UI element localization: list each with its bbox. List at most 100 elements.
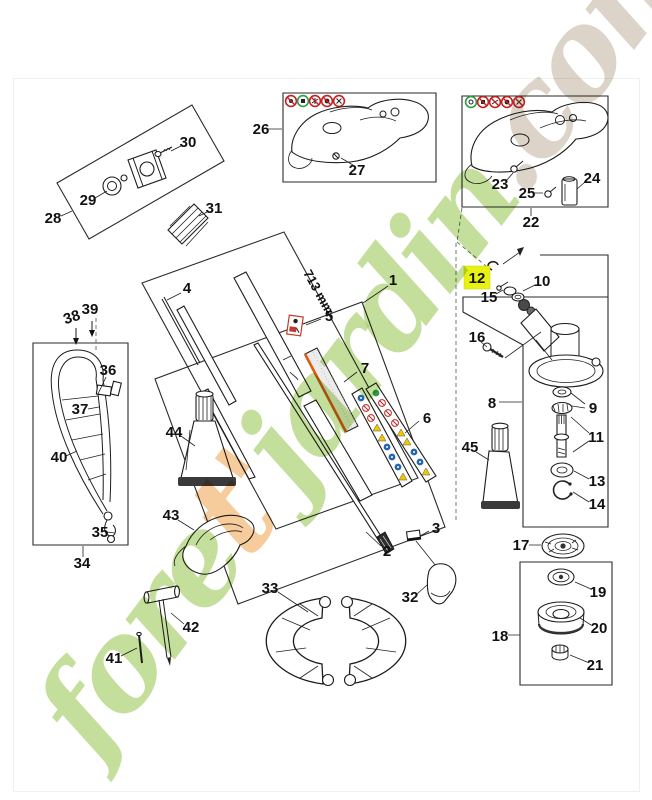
deflector-26 xyxy=(289,99,429,168)
callout-6: 6 xyxy=(423,410,431,427)
callout-23: 23 xyxy=(492,176,509,193)
mowing-head-allowed-icon xyxy=(466,97,477,108)
cap-32 xyxy=(427,564,456,604)
callout-10: 10 xyxy=(534,273,551,290)
screw-23 xyxy=(511,161,523,172)
callout-28: 28 xyxy=(45,210,62,227)
callout-labels[interactable]: 1 2 3 4 5 6 7 8 9 10 11 13 14 15 16 17 1… xyxy=(45,121,608,674)
canister-24 xyxy=(562,177,577,205)
no-saw-blade-icon xyxy=(478,97,489,108)
no-shredder-blade-icon xyxy=(502,97,513,108)
callout-40: 40 xyxy=(51,449,68,466)
callout-19: 19 xyxy=(590,584,607,601)
harness-assembly xyxy=(51,318,121,543)
box-8-gearhead xyxy=(463,297,608,527)
callout-4: 4 xyxy=(183,280,192,297)
guard-ring-33 xyxy=(266,597,405,686)
arrow-39 xyxy=(89,321,95,337)
deflector-22 xyxy=(465,102,608,205)
no-multi-tool-icon xyxy=(334,96,345,107)
callout-35: 35 xyxy=(92,524,109,541)
sticker-5 xyxy=(287,315,304,336)
thrust-washer-17 xyxy=(542,534,584,558)
callout-39: 39 xyxy=(82,301,99,318)
ring-set-10 xyxy=(504,287,524,301)
callout-41: 41 xyxy=(106,650,123,667)
grip-tape-7 xyxy=(305,348,358,432)
pin-41 xyxy=(137,632,142,663)
t-wrench-42 xyxy=(144,586,179,666)
strip2-icons xyxy=(372,389,430,475)
screw-25 xyxy=(545,187,556,197)
callout-37: 37 xyxy=(72,401,89,418)
callout-18: 18 xyxy=(492,628,509,645)
no-multi-tool-icon xyxy=(514,97,525,108)
tube-length-label: 713 mm xyxy=(300,267,337,317)
callout-5: 5 xyxy=(325,308,333,325)
callout-27: 27 xyxy=(349,162,366,179)
callout-15: 15 xyxy=(481,289,498,306)
leader-lines xyxy=(61,129,591,662)
strip1-icons xyxy=(357,394,407,480)
box-26-deflector xyxy=(283,93,436,182)
callout-44: 44 xyxy=(166,424,183,441)
highlight-12[interactable]: 12 xyxy=(464,266,490,289)
callout-7: 7 xyxy=(361,360,369,377)
assembly-reference-lines xyxy=(416,208,524,566)
rubber-grip xyxy=(168,204,208,246)
callout-17: 17 xyxy=(513,537,530,554)
diagram-border xyxy=(13,78,640,792)
bearing-13 xyxy=(551,463,573,477)
box22-safety-icons xyxy=(466,97,525,108)
glue-tube-45 xyxy=(481,423,520,509)
callout-33: 33 xyxy=(262,580,279,597)
screw-27 xyxy=(333,153,339,159)
callout-34: 34 xyxy=(74,555,91,572)
washer-and-bevel-gear-9 xyxy=(552,387,572,414)
callout-31: 31 xyxy=(206,200,223,217)
callout-12: 12 xyxy=(469,270,486,287)
no-shredder-blade-icon xyxy=(322,96,333,107)
callout-36: 36 xyxy=(100,362,117,379)
callout-21: 21 xyxy=(587,657,604,674)
callout-25: 25 xyxy=(519,185,536,202)
box-28-handle-clamp xyxy=(57,105,224,239)
callout-24: 24 xyxy=(584,170,601,187)
box-18-mowing-head xyxy=(520,562,612,685)
shaft-spline-end-2 xyxy=(377,532,394,554)
gearhead-body-8 xyxy=(521,309,603,387)
no-saw-blade-icon xyxy=(286,96,297,107)
drive-tube-assembly xyxy=(162,272,394,554)
callout-29: 29 xyxy=(80,192,97,209)
callout-16: 16 xyxy=(469,329,486,346)
glue-tube-44 xyxy=(178,391,236,486)
callout-22: 22 xyxy=(523,214,540,231)
callout-45: 45 xyxy=(462,439,479,456)
goggles-43 xyxy=(174,515,254,574)
box-22-deflector xyxy=(462,96,608,297)
callout-1: 1 xyxy=(389,272,397,289)
warning-label-strips-6 xyxy=(352,383,436,487)
screw-15 xyxy=(497,282,508,290)
handle-clamp-assembly xyxy=(103,147,172,195)
callout-42: 42 xyxy=(183,619,200,636)
mowing-head-parts xyxy=(538,569,584,660)
callout-9: 9 xyxy=(589,400,597,417)
box26-safety-icons xyxy=(286,96,345,107)
callout-30: 30 xyxy=(180,134,197,151)
callout-11: 11 xyxy=(588,429,604,446)
output-shaft-11 xyxy=(555,415,569,457)
callout-3: 3 xyxy=(432,520,440,537)
callout-20: 20 xyxy=(591,620,608,637)
no-metal-blade-icon xyxy=(310,96,321,107)
callout-2: 2 xyxy=(383,543,391,560)
callout-43: 43 xyxy=(163,507,180,524)
bolt-16 xyxy=(483,343,503,357)
no-metal-blade-icon xyxy=(490,97,501,108)
callout-8: 8 xyxy=(488,395,496,412)
box-34-harness xyxy=(33,343,128,545)
callout-13: 13 xyxy=(589,473,606,490)
callout-14: 14 xyxy=(589,496,606,513)
